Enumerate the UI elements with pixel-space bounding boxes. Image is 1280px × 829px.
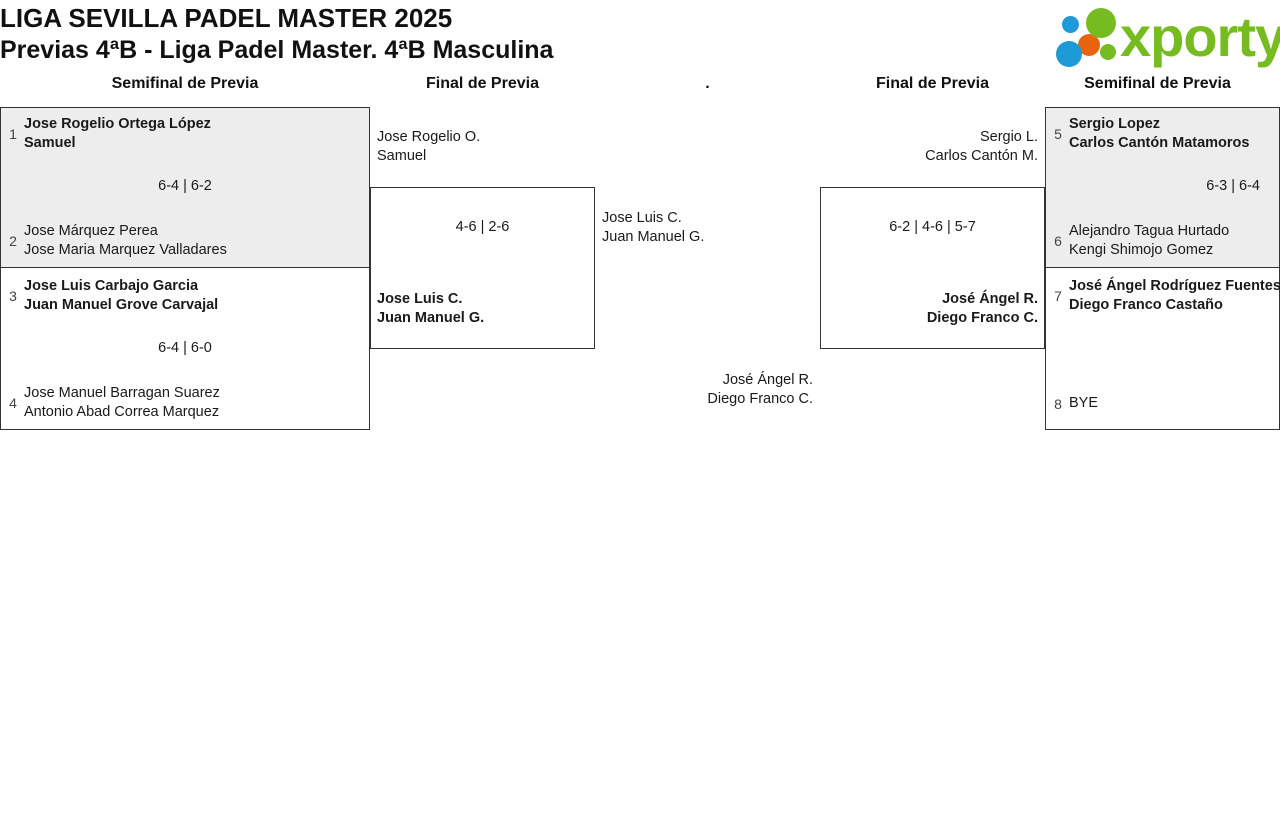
player-name-1: Jose Luis Carbajo Garcia xyxy=(24,278,199,294)
bracket-entry-seed-2[interactable]: 2 Jose Márquez Perea Jose Maria Marquez … xyxy=(2,222,227,260)
player-name-1: Jose Manuel Barragan Suarez xyxy=(24,385,220,401)
player-name-1: Jose Rogelio Ortega López xyxy=(24,116,211,132)
player-names: Sergio Lopez Carlos Cantón Matamoros xyxy=(1069,115,1249,153)
bracket-entry-seed-3[interactable]: 3 Jose Luis Carbajo Garcia Juan Manuel G… xyxy=(2,277,218,315)
player-names: BYE xyxy=(1069,394,1098,413)
player-name-1: Sergio Lopez xyxy=(1069,116,1161,132)
player-name-1: Alejandro Tagua Hurtado xyxy=(1069,223,1230,239)
player-name-2: Juan Manuel Grove Carvajal xyxy=(24,297,219,313)
player-names: Jose Luis Carbajo Garcia Juan Manuel Gro… xyxy=(24,277,218,315)
match-score-right-final: 6-2 | 4-6 | 5-7 xyxy=(889,219,976,235)
seed-number: 7 xyxy=(1054,288,1062,304)
logo-dots-icon xyxy=(1056,8,1128,67)
page-header: LIGA SEVILLA PADEL MASTER 2025 Previas 4… xyxy=(0,0,1280,75)
round-header-semifinal-right: Semifinal de Previa xyxy=(1084,75,1231,92)
seed-number: 5 xyxy=(1054,126,1062,142)
match-score-right-semifinal-1: 6-3 | 6-4 xyxy=(1206,178,1260,194)
bracket-team-center-left[interactable]: Jose Luis C. Juan Manuel G. xyxy=(602,209,704,247)
logo-dot-green-small xyxy=(1100,44,1116,60)
player-names: Alejandro Tagua Hurtado Kengi Shimojo Go… xyxy=(1069,222,1229,260)
round-header-row: Semifinal de Previa Final de Previa . Fi… xyxy=(0,75,1280,107)
logo-dot-blue-large xyxy=(1056,41,1082,67)
player-name-2: Juan Manuel G. xyxy=(377,310,485,326)
match-box-left-semifinal-2[interactable] xyxy=(0,268,370,430)
seed-number: 8 xyxy=(1054,395,1062,412)
player-names: Jose Manuel Barragan Suarez Antonio Abad… xyxy=(24,384,220,422)
bracket-team-left-final-bottom[interactable]: Jose Luis C. Juan Manuel G. xyxy=(377,290,484,328)
seed-number: 6 xyxy=(1054,233,1062,249)
seed-number: 2 xyxy=(9,233,17,249)
match-box-left-final[interactable] xyxy=(370,187,595,349)
player-name-1: Jose Luis C. xyxy=(602,210,682,226)
bracket-entry-seed-1[interactable]: 1 Jose Rogelio Ortega López Samuel xyxy=(2,115,211,153)
player-name-1: José Ángel R. xyxy=(942,291,1038,307)
bracket-entry-seed-8[interactable]: 8 BYE xyxy=(1047,394,1098,413)
round-header-final-left: Final de Previa xyxy=(426,75,539,92)
match-score-left-final: 4-6 | 2-6 xyxy=(455,219,510,235)
player-name-1: José Ángel R. xyxy=(722,372,813,388)
player-names: Jose Márquez Perea Jose Maria Marquez Va… xyxy=(24,222,227,260)
bracket-entry-seed-4[interactable]: 4 Jose Manuel Barragan Suarez Antonio Ab… xyxy=(2,384,220,422)
player-name-2: Kengi Shimojo Gomez xyxy=(1069,242,1214,258)
match-score-left-semifinal-1: 6-4 | 6-2 xyxy=(158,178,212,194)
player-name-2: Juan Manuel G. xyxy=(602,229,705,245)
player-name-2: Samuel xyxy=(377,148,427,164)
match-box-right-semifinal-2[interactable] xyxy=(1045,268,1280,430)
player-name-1: Jose Márquez Perea xyxy=(24,223,158,239)
player-name-2: Diego Franco C. xyxy=(926,310,1038,326)
match-box-right-final[interactable] xyxy=(820,187,1045,349)
seed-number: 1 xyxy=(9,126,17,142)
player-name-1: BYE xyxy=(1069,395,1099,411)
bracket-team-center-right[interactable]: José Ángel R. Diego Franco C. xyxy=(488,371,813,409)
player-name-1: Sergio L. xyxy=(979,129,1038,145)
tournament-title: LIGA SEVILLA PADEL MASTER 2025 xyxy=(0,3,453,33)
match-box-left-semifinal-1[interactable] xyxy=(0,107,370,268)
bracket-entry-seed-6[interactable]: 6 Alejandro Tagua Hurtado Kengi Shimojo … xyxy=(1047,222,1229,260)
player-name-2: Diego Franco Castaño xyxy=(1069,297,1223,313)
match-box-right-semifinal-1[interactable] xyxy=(1045,107,1280,268)
tournament-subtitle: Previas 4ªB - Liga Padel Master. 4ªB Mas… xyxy=(0,36,554,64)
bracket-team-left-final-top[interactable]: Jose Rogelio O. Samuel xyxy=(377,128,480,166)
player-name-2: Samuel xyxy=(24,135,76,151)
player-name-2: Antonio Abad Correa Marquez xyxy=(24,404,220,420)
logo-dot-green-large xyxy=(1086,8,1116,38)
player-name-2: Jose Maria Marquez Valladares xyxy=(24,242,227,258)
page-title: LIGA SEVILLA PADEL MASTER 2025 Previas 4… xyxy=(0,2,553,67)
player-name-2: Diego Franco C. xyxy=(707,391,813,407)
seed-number: 3 xyxy=(9,288,17,304)
player-name-2: Carlos Cantón Matamoros xyxy=(1069,135,1250,151)
seed-number: 4 xyxy=(9,395,17,411)
player-names: José Ángel Rodríguez Fuentes Diego Franc… xyxy=(1069,277,1280,315)
logo-dot-orange xyxy=(1078,34,1100,56)
bracket-team-right-final-bottom[interactable]: José Ángel R. Diego Franco C. xyxy=(820,290,1038,328)
bracket-team-right-final-top[interactable]: Sergio L. Carlos Cantón M. xyxy=(820,128,1038,166)
player-names: Jose Rogelio Ortega López Samuel xyxy=(24,115,211,153)
player-name-1: Jose Luis C. xyxy=(377,291,463,307)
round-header-semifinal-left: Semifinal de Previa xyxy=(111,75,259,92)
bracket-entry-seed-7[interactable]: 7 José Ángel Rodríguez Fuentes Diego Fra… xyxy=(1047,277,1280,315)
round-header-center: . xyxy=(705,75,710,92)
bracket-entry-seed-5[interactable]: 5 Sergio Lopez Carlos Cantón Matamoros xyxy=(1047,115,1249,153)
logo-wordmark: xporty xyxy=(1120,5,1280,68)
tournament-bracket: 1 Jose Rogelio Ortega López Samuel 6-4 |… xyxy=(0,107,1280,807)
xporty-logo[interactable]: xporty xyxy=(1048,4,1280,70)
player-name-1: Jose Rogelio O. xyxy=(377,129,481,145)
player-name-2: Carlos Cantón M. xyxy=(925,148,1038,164)
round-header-final-right: Final de Previa xyxy=(876,75,989,92)
player-name-1: José Ángel Rodríguez Fuentes xyxy=(1069,278,1280,294)
match-score-left-semifinal-2: 6-4 | 6-0 xyxy=(158,340,212,356)
logo-dot-blue-small xyxy=(1062,16,1079,33)
